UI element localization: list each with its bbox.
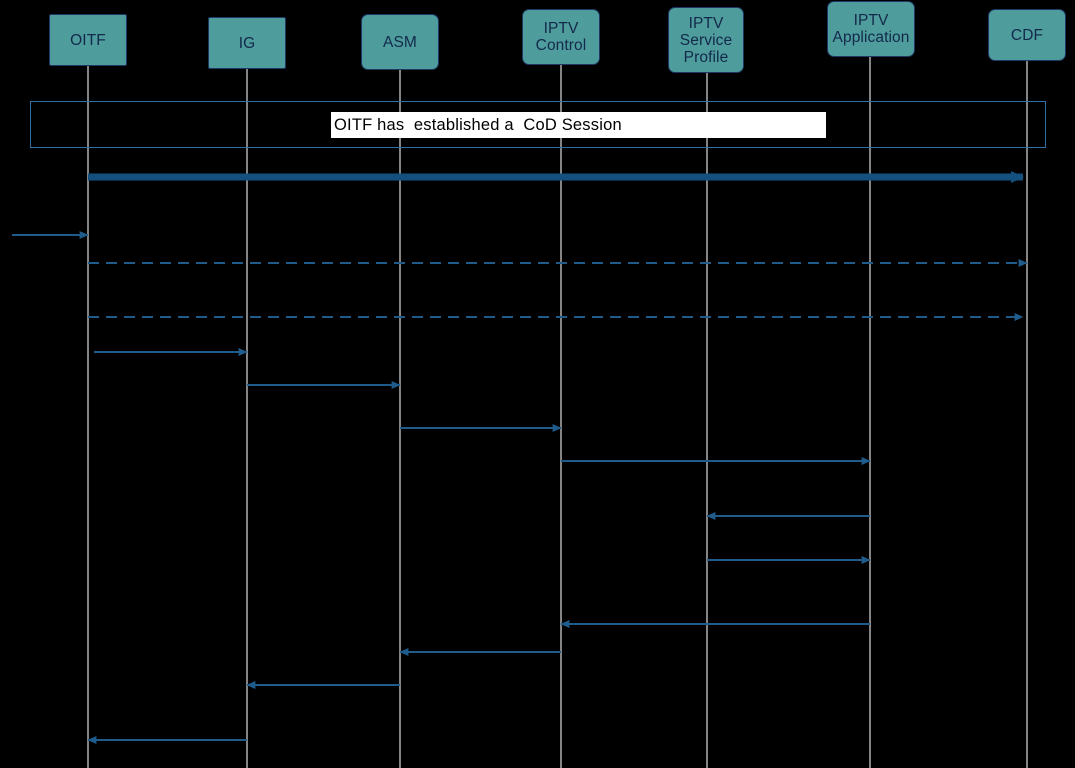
note-label: OITF has established a CoD Session: [331, 112, 826, 138]
lifeline-label: IPTV Service Profile: [679, 14, 733, 66]
lifeline-header-app[interactable]: IPTV Application: [827, 1, 915, 57]
lifeline-label: IG: [238, 34, 256, 52]
lifeline-label: ASM: [383, 33, 417, 51]
lifeline-header-control[interactable]: IPTV Control: [522, 9, 600, 65]
lifeline-label: IPTV Control: [535, 20, 587, 54]
lifeline-stems: [87, 57, 1028, 768]
message-arrows: [12, 171, 1028, 744]
note-frame: [30, 101, 1046, 148]
lifeline-header-asm[interactable]: ASM: [361, 14, 439, 70]
lifeline-label: IPTV Application: [832, 12, 910, 46]
lifeline-label: OITF: [70, 31, 106, 49]
lifeline-header-cdf[interactable]: CDF: [988, 9, 1066, 61]
lifeline-label: CDF: [1010, 26, 1044, 44]
lifeline-header-profile[interactable]: IPTV Service Profile: [668, 7, 744, 73]
lifeline-header-ig[interactable]: IG: [208, 17, 286, 69]
lifeline-header-oitf[interactable]: OITF: [49, 14, 127, 66]
